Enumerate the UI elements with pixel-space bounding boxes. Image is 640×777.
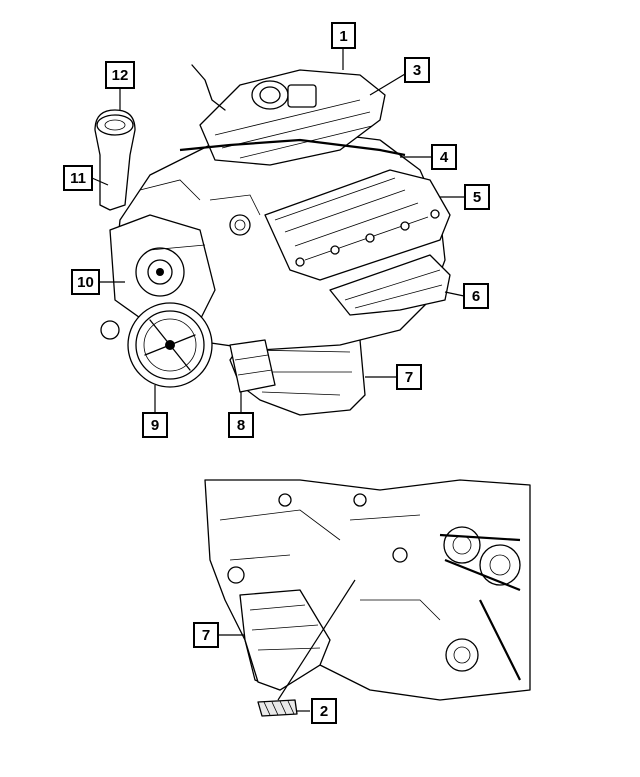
callout-2-label: 2: [320, 703, 328, 720]
callout-9-label: 9: [151, 417, 159, 434]
callout-10: 10: [71, 269, 100, 295]
callout-6-label: 6: [472, 288, 480, 305]
callout-8: 8: [228, 412, 254, 438]
leader-lines: [91, 48, 465, 712]
callout-12-label: 12: [112, 67, 129, 84]
callout-2: 2: [311, 698, 337, 724]
callout-12: 12: [105, 61, 135, 89]
callout-7-main: 7: [396, 364, 422, 390]
callout-11: 11: [63, 165, 93, 191]
callout-10-label: 10: [77, 274, 94, 291]
callout-5-label: 5: [473, 189, 481, 206]
callout-3-label: 3: [413, 62, 421, 79]
callout-7-inset-label: 7: [202, 627, 210, 644]
callout-3: 3: [404, 57, 430, 83]
engine-assembly-illustration: [94, 64, 451, 416]
callout-9: 9: [142, 412, 168, 438]
inset-detail-illustration: [204, 479, 531, 717]
callout-4-label: 4: [440, 149, 449, 166]
callout-1: 1: [331, 22, 356, 49]
callout-7-inset: 7: [193, 622, 219, 648]
callout-7-main-label: 7: [405, 369, 413, 386]
callout-4: 4: [431, 144, 457, 170]
callout-1-label: 1: [339, 28, 347, 45]
gasket-part-icon: [257, 699, 298, 717]
callout-11-label: 11: [70, 170, 86, 187]
callout-8-label: 8: [237, 417, 245, 434]
callout-6: 6: [463, 283, 489, 309]
callout-5: 5: [464, 184, 490, 210]
